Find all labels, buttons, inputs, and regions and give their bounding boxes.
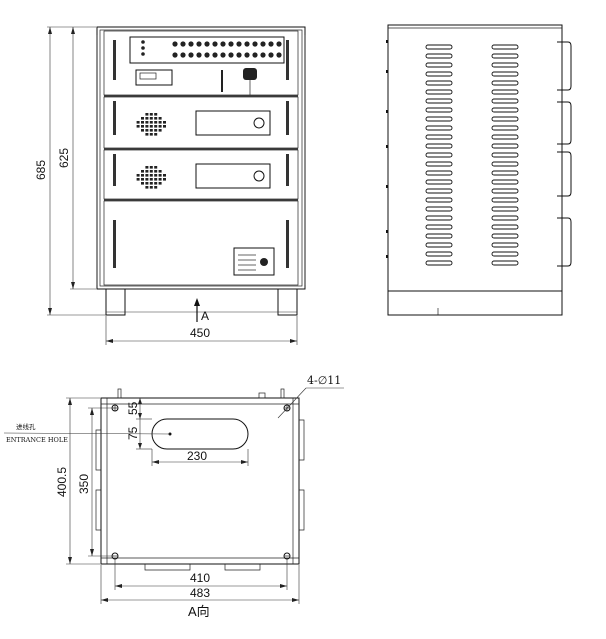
hole-height-label: 75 (126, 426, 140, 440)
hole-width-label: 230 (187, 449, 207, 463)
total-height-label: 685 (34, 160, 48, 180)
rack-slot-handles (113, 40, 289, 268)
power-unit (233, 247, 275, 276)
panel-2 (103, 96, 299, 149)
amplifier-1-knob (253, 117, 265, 129)
amplifier-2-control (195, 163, 271, 189)
side-panel-outline (387, 24, 563, 292)
side-view (386, 24, 572, 316)
panel-4 (103, 200, 299, 286)
view-arrow (194, 298, 200, 322)
side-handles (557, 41, 572, 267)
depth-outer-label: 400.5 (55, 467, 69, 497)
bottom-view: 进线孔 ENTRANCE HOLE 4-∅11 55 75 230 (3, 374, 344, 619)
amplifier-1-control (195, 110, 271, 136)
side-fins (96, 35, 306, 285)
panel-1 (103, 30, 299, 96)
width-dims (100, 559, 300, 604)
width-inner-label: 410 (190, 571, 210, 585)
width-dimension (105, 316, 298, 345)
depth-dims (66, 397, 114, 565)
base-outline (100, 397, 300, 565)
amplifier-2-grille (136, 166, 166, 189)
foot-left (105, 289, 126, 316)
panel-3 (103, 149, 299, 200)
body-height-label: 625 (57, 148, 71, 168)
view-title: A向 (188, 604, 210, 619)
depth-inner-label: 350 (77, 474, 91, 494)
top-offset-label: 55 (126, 401, 140, 415)
side-base (387, 290, 563, 316)
side-vent-louvres (425, 44, 519, 266)
view-arrow-label: A (201, 309, 209, 323)
entrance-label-en: ENTRANCE HOLE (6, 436, 68, 444)
mixer-knobs (141, 40, 282, 58)
hole-spec-label: 4-∅11 (307, 374, 341, 387)
foot-right (277, 289, 298, 316)
height-dimensions (47, 26, 106, 316)
amplifier-1-grille (136, 113, 166, 136)
display-unit (135, 69, 173, 86)
microphone-icon (221, 68, 257, 95)
width-outer-label: 483 (190, 586, 210, 600)
base-fins (95, 419, 305, 571)
entrance-label-cn: 进线孔 (16, 422, 36, 431)
amplifier-2-knob (253, 170, 265, 182)
width-label: 450 (190, 326, 210, 340)
front-view: A 685 625 450 (34, 26, 306, 345)
mixer-unit (129, 36, 285, 64)
hole-position-dims (136, 398, 249, 466)
